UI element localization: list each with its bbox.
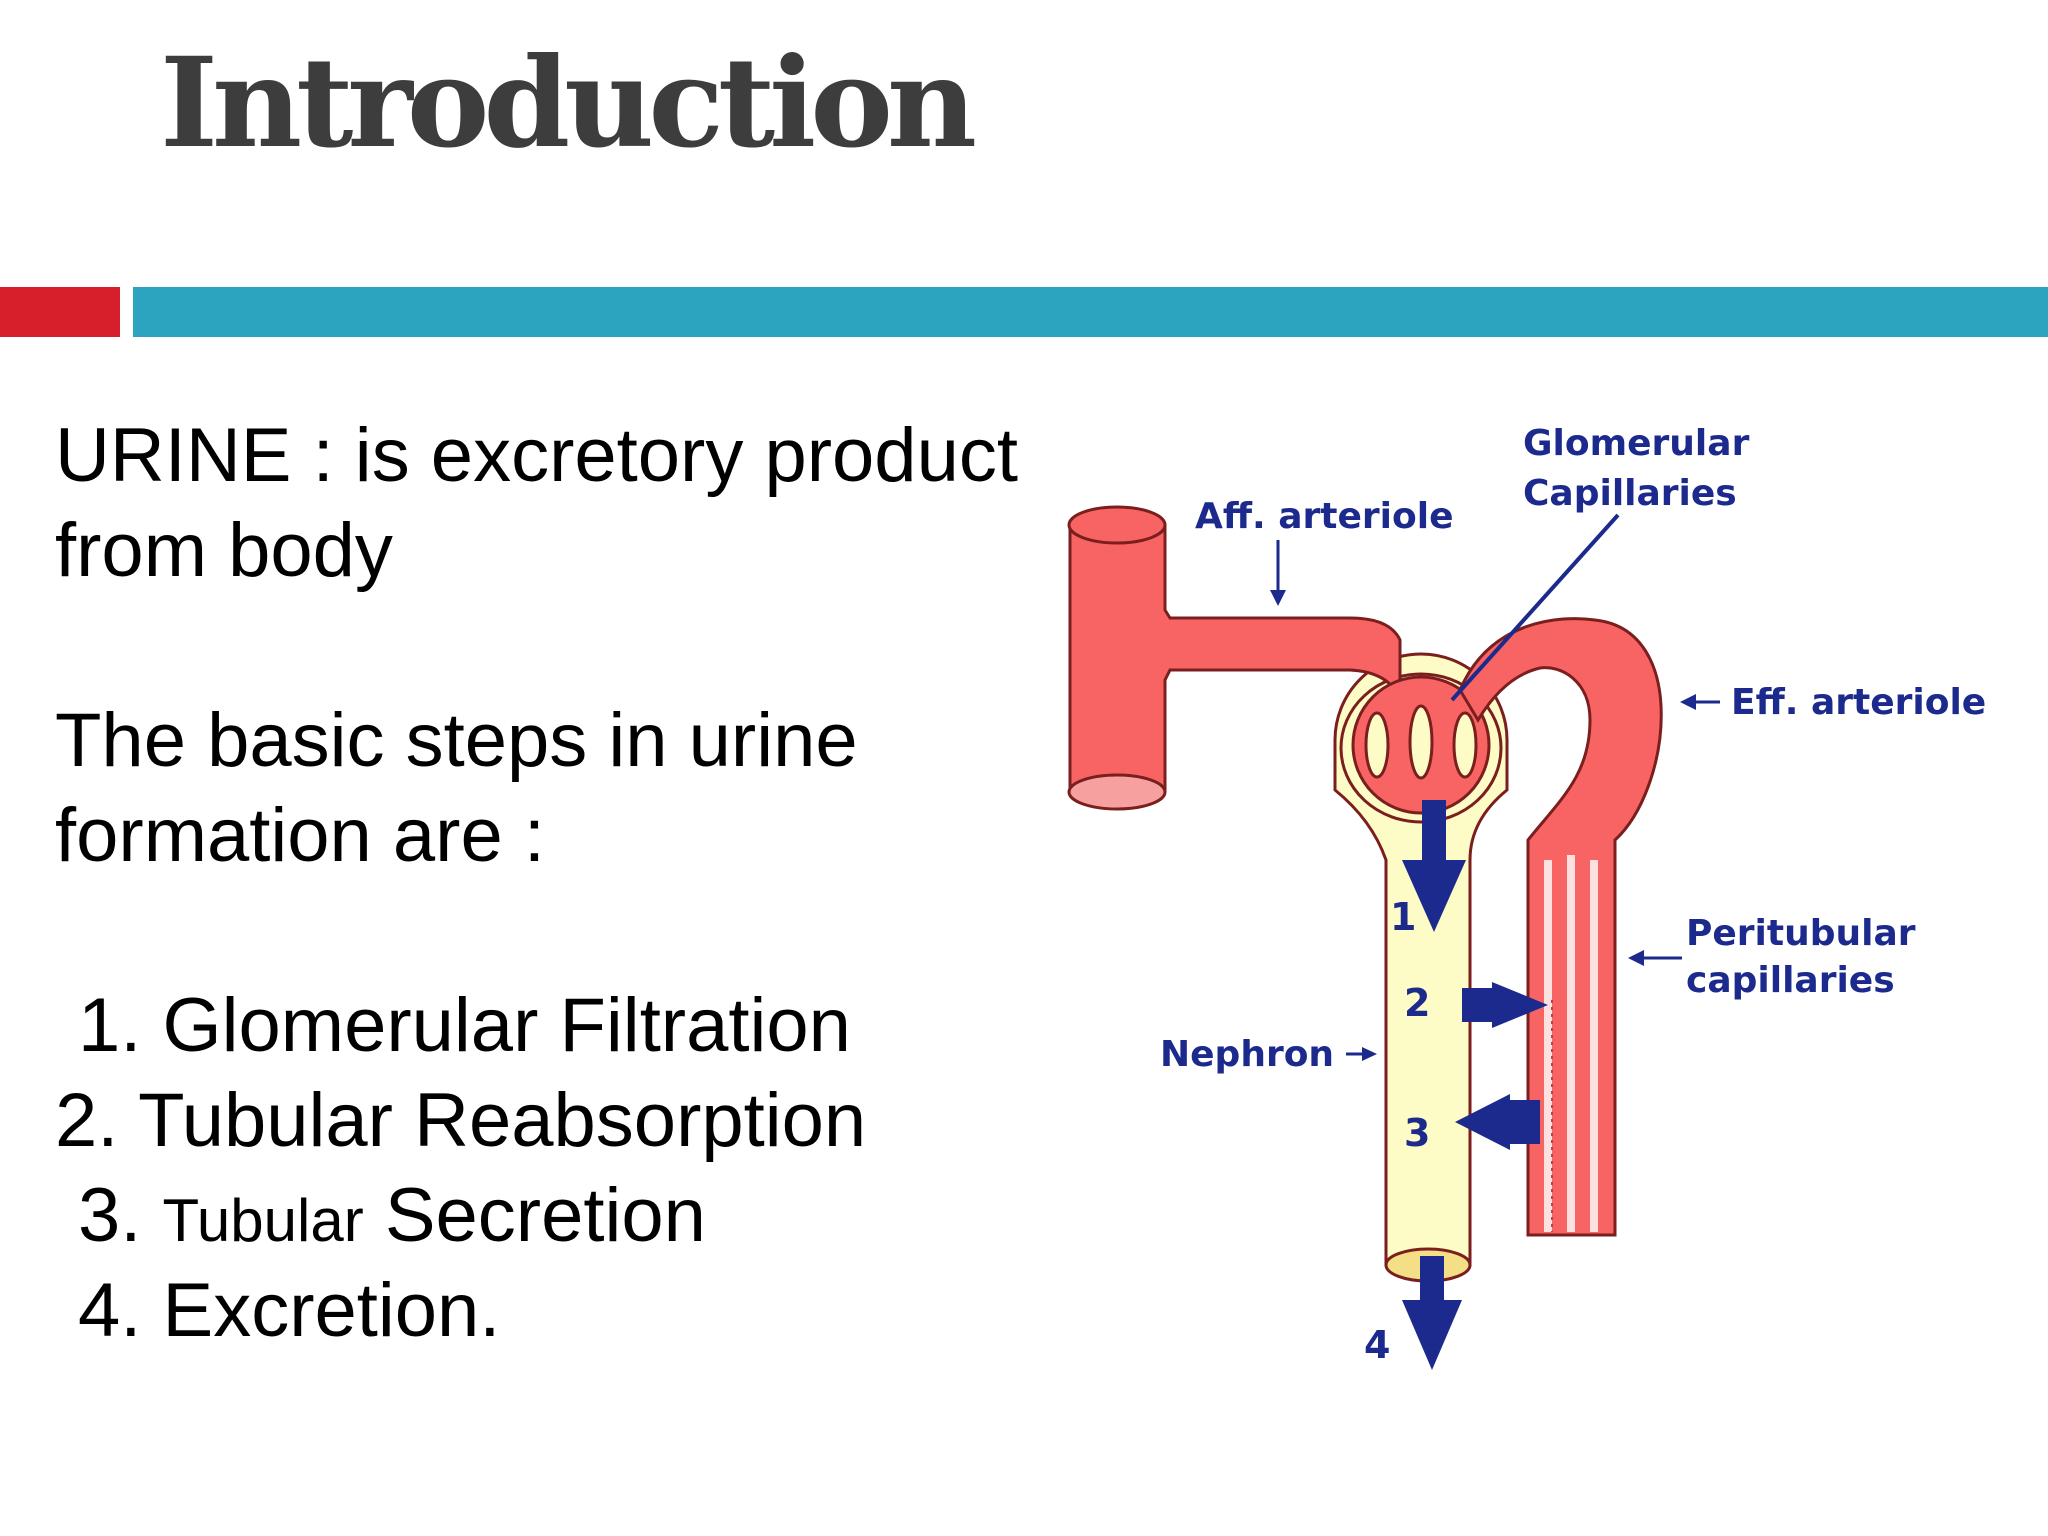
reabsorption-arrow bbox=[1462, 982, 1548, 1028]
step-2: 2. Tubular Reabsorption bbox=[55, 1078, 867, 1163]
efferent-arteriole bbox=[1458, 617, 1663, 1237]
steps-intro-line-1: The basic steps in urine bbox=[55, 698, 858, 783]
urine-definition-line-2: from body bbox=[55, 508, 393, 593]
capillary-loop-1 bbox=[1364, 711, 1390, 779]
steps-intro-line-2: formation are : bbox=[55, 793, 545, 878]
label-capillaries-2: capillaries bbox=[1686, 960, 1895, 1001]
step-3-prefix: 3. bbox=[78, 1173, 163, 1258]
step-number-4: 4 bbox=[1364, 1323, 1390, 1367]
slide-title: Introduction bbox=[160, 31, 977, 176]
accent-bar-red bbox=[0, 287, 120, 337]
label-nephron: Nephron bbox=[1160, 1034, 1334, 1075]
step-number-2: 2 bbox=[1404, 981, 1430, 1025]
filtration-arrow bbox=[1402, 800, 1466, 932]
step-3-suffix: Secretion bbox=[363, 1173, 706, 1258]
label-eff-arteriole: Eff. arteriole bbox=[1731, 682, 1986, 723]
pointer-eff-arteriole-head bbox=[1680, 694, 1696, 710]
renal-vessel-top bbox=[1067, 505, 1167, 545]
label-aff-arteriole: Aff. arteriole bbox=[1195, 496, 1454, 537]
step-4: 4. Excretion. bbox=[78, 1268, 501, 1353]
step-number-3: 3 bbox=[1404, 1111, 1430, 1155]
secretion-arrow bbox=[1455, 1094, 1540, 1150]
accent-bar-teal bbox=[133, 287, 2048, 337]
pointer-aff-arteriole-head bbox=[1270, 590, 1286, 606]
label-glomerular: Glomerular bbox=[1523, 423, 1750, 464]
excretion-arrow bbox=[1402, 1256, 1462, 1370]
step-1: 1. Glomerular Filtration bbox=[78, 983, 851, 1068]
pointer-peritubular-head bbox=[1628, 950, 1644, 966]
step-number-1: 1 bbox=[1390, 895, 1416, 939]
urine-definition-line-1: URINE : is excretory product bbox=[55, 413, 1018, 498]
pointer-nephron-head bbox=[1362, 1047, 1377, 1061]
capillary-loop-2 bbox=[1408, 704, 1434, 780]
step-3: 3. Tubular Secretion bbox=[78, 1170, 706, 1261]
pointer-glomerular bbox=[1450, 513, 1620, 702]
label-capillaries: Capillaries bbox=[1523, 473, 1737, 514]
renal-vessel-bottom bbox=[1067, 773, 1167, 811]
step-3-middle: Tubular bbox=[162, 1187, 364, 1254]
capillary-loop-3 bbox=[1452, 711, 1478, 779]
label-peritubular: Peritubular bbox=[1686, 913, 1916, 954]
